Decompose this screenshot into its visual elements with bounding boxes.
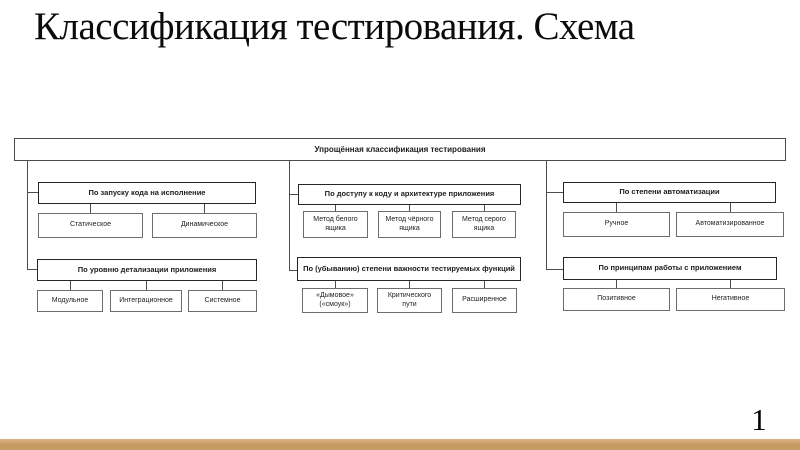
connector-drop	[409, 281, 410, 288]
footer-accent-bar	[0, 439, 800, 450]
connector-drop	[335, 205, 336, 211]
slide-title: Классификация тестирования. Схема	[34, 5, 635, 48]
leaf-node: Интеграционное	[110, 290, 182, 312]
leaf-node: Системное	[188, 290, 257, 312]
connector-drop	[146, 281, 147, 290]
connector-drop	[222, 281, 223, 290]
leaf-node: Динамическое	[152, 213, 257, 238]
group-node: По принципам работы с приложением	[563, 257, 777, 280]
leaf-node: Модульное	[37, 290, 103, 312]
leaf-node: Метод белого ящика	[303, 211, 368, 238]
page-number-overflow-digit: 9	[744, 445, 774, 450]
leaf-node: Автоматизированное	[676, 212, 784, 237]
group-node: По степени автоматизации	[563, 182, 776, 203]
leaf-node: Расширенное	[452, 288, 517, 313]
connector-drop	[204, 204, 205, 213]
leaf-node: Негативное	[676, 288, 785, 311]
diagram-root-node: Упрощённая классификация тестирования	[14, 138, 786, 161]
connector-drop	[90, 204, 91, 213]
connector-stub	[546, 192, 563, 193]
connector-trunk-left	[27, 161, 28, 270]
connector-drop	[335, 281, 336, 288]
connector-drop	[730, 203, 731, 212]
connector-drop	[484, 281, 485, 288]
group-node: По доступу к коду и архитектуре приложен…	[298, 184, 521, 205]
connector-stub	[27, 192, 38, 193]
connector-drop	[409, 205, 410, 211]
leaf-node: Метод серого ящика	[452, 211, 516, 238]
connector-drop	[484, 205, 485, 211]
group-node: По уровню детализации приложения	[37, 259, 257, 281]
leaf-node: Статическое	[38, 213, 143, 238]
leaf-node: «Дымовое» («смоук»)	[302, 288, 368, 313]
connector-stub	[289, 270, 297, 271]
connector-drop	[616, 203, 617, 212]
leaf-node: Метод чёрного ящика	[378, 211, 441, 238]
page-number: 1	[751, 402, 767, 437]
leaf-node: Критического пути	[377, 288, 442, 313]
leaf-node: Позитивное	[563, 288, 670, 311]
group-node: По запуску кода на исполнение	[38, 182, 256, 204]
connector-stub	[27, 269, 37, 270]
connector-stub	[546, 269, 563, 270]
connector-drop	[730, 280, 731, 288]
connector-drop	[616, 280, 617, 288]
leaf-node: Ручное	[563, 212, 670, 237]
group-node: По (убыванию) степени важности тестируем…	[297, 257, 521, 281]
connector-trunk-right	[546, 161, 547, 270]
connector-trunk-middle	[289, 161, 290, 271]
connector-drop	[70, 281, 71, 290]
connector-stub	[289, 194, 298, 195]
